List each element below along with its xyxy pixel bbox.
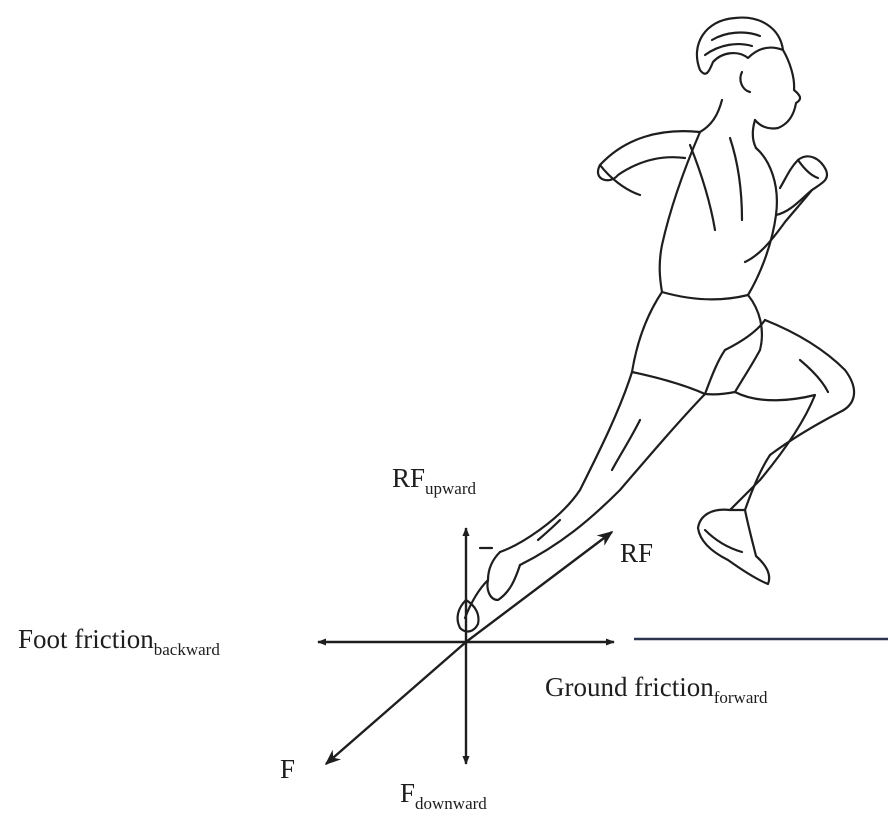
foot-friction-main: Foot friction — [18, 624, 154, 654]
foot-friction-sub: backward — [154, 640, 220, 659]
rf-upward-label: RFupward — [392, 465, 476, 497]
runner-illustration — [458, 18, 855, 632]
f-downward-label: Fdownward — [400, 780, 487, 812]
f-arrow — [326, 642, 466, 764]
rf-label: RF — [620, 540, 653, 567]
ground-friction-label: Ground frictionforward — [545, 674, 768, 706]
rf-upward-sub: upward — [425, 479, 476, 498]
foot-friction-label: Foot frictionbackward — [18, 626, 220, 658]
ground-friction-main: Ground friction — [545, 672, 714, 702]
ground-friction-sub: forward — [714, 688, 768, 707]
f-main: F — [280, 754, 295, 784]
f-label: F — [280, 756, 295, 783]
force-vectors — [318, 528, 614, 764]
rf-main: RF — [620, 538, 653, 568]
rf-upward-main: RF — [392, 463, 425, 493]
f-downward-sub: downward — [415, 794, 487, 813]
f-downward-main: F — [400, 778, 415, 808]
